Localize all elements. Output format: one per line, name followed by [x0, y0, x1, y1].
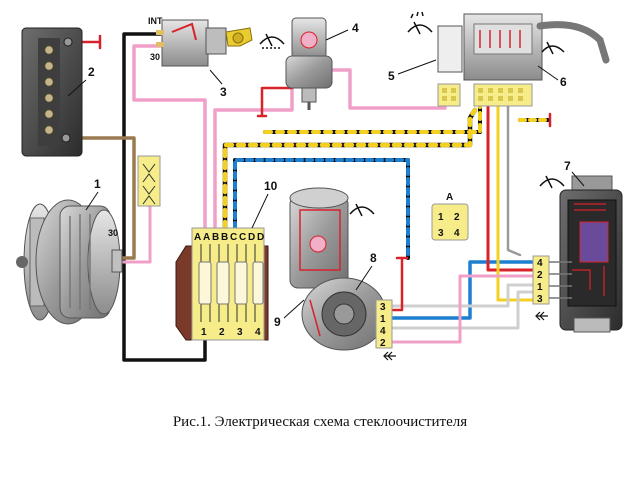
battery-label: 2: [88, 65, 95, 79]
fuse-top-label: D: [248, 232, 255, 243]
relay-pin: 3: [537, 294, 543, 305]
relay-connector: 4 2 1 3: [532, 255, 572, 305]
inset-pin-2: 2: [454, 212, 460, 223]
fuse-top-label: A: [194, 232, 201, 243]
washer-pump: 4: [285, 17, 359, 110]
motor-label: 8: [370, 251, 377, 265]
inset-title: A: [446, 192, 453, 203]
fuse-box: A A B B C C D D 1 2 3 4 10: [175, 179, 278, 341]
wire-pink-ignition: [132, 44, 207, 230]
relay-pin: 1: [537, 282, 543, 293]
wire-yellow-switch: [496, 98, 535, 302]
ignition-terminal-30: 30: [150, 52, 160, 62]
switch-connectors: [437, 83, 533, 107]
ground-symbol: [383, 351, 396, 361]
relay-pin: 4: [537, 258, 543, 269]
fuse-bottom-label: 4: [255, 327, 261, 338]
motor-pin: 4: [380, 326, 386, 337]
battery: 2: [21, 27, 95, 157]
motor-pin: 2: [380, 338, 386, 349]
wire-red-switch: [486, 98, 535, 272]
fuse-bottom-label: 2: [219, 327, 225, 338]
ignition-switch: INT 30 3: [148, 16, 253, 99]
reducer-label: 9: [274, 315, 281, 329]
washer-icon: [407, 11, 433, 35]
wire-pink-motor: [390, 274, 535, 344]
motor-pin: 1: [380, 314, 386, 325]
fuse-top-labels: A A B B C C D D: [194, 232, 264, 243]
fuse-top-label: B: [212, 232, 219, 243]
wire-pink-pump: [213, 84, 294, 230]
wiper-icon-motor: [349, 203, 375, 217]
wiper-motor: 8 9: [274, 187, 387, 351]
motor-pin: 3: [380, 302, 386, 313]
connector-5-label: 5: [388, 69, 395, 83]
wires: [60, 32, 552, 362]
alternator-label: 1: [94, 177, 101, 191]
fuse-box-label: 10: [264, 179, 278, 193]
inset-pin-4: 4: [454, 228, 460, 239]
wire-grey-switch: [506, 98, 522, 257]
fuse-top-label: C: [239, 232, 246, 243]
fuse-top-label: A: [203, 232, 210, 243]
wiper-switch: 5 6: [388, 13, 610, 89]
wire-white-1: [390, 283, 535, 308]
wire-pink-alternator: [116, 198, 152, 264]
junction-block: [137, 155, 161, 207]
relay-pin: 2: [537, 270, 543, 281]
wire-blue-relay: [390, 260, 535, 320]
pump-label: 4: [352, 21, 359, 35]
fuse-bottom-labels: 1 2 3 4: [201, 327, 261, 338]
inset-pin-3: 3: [438, 228, 444, 239]
fuse-top-label: C: [230, 232, 237, 243]
wiper-icon: [259, 33, 285, 49]
wiper-icon-switch: [541, 41, 565, 55]
relay-label: 7: [564, 159, 571, 173]
fuse-bottom-label: 1: [201, 327, 207, 338]
ignition-label: 3: [220, 85, 227, 99]
wire-white-2: [390, 290, 535, 330]
figure-caption: Рис.1. Электрическая схема стеклоочистит…: [172, 414, 468, 430]
wire-red-battery: [78, 34, 102, 50]
inset-connector: A 1 2 3 4: [431, 192, 469, 241]
ground-symbol-relay: [535, 311, 548, 321]
alternator-terminal-30: 30: [108, 228, 118, 238]
wire-brown-battery: [60, 136, 136, 260]
switch-label: 6: [560, 75, 567, 89]
fuse-top-label: B: [221, 232, 228, 243]
ground-pump: [256, 100, 268, 118]
motor-connector: 3 1 4 2: [375, 299, 393, 349]
fuse-top-label: D: [257, 232, 264, 243]
wire-red-motor: [390, 256, 404, 312]
wire-red-pump: [260, 86, 294, 104]
wire-black-ignition: [122, 32, 207, 362]
wiper-icon-relay: [539, 175, 565, 189]
alternator: 1 30: [16, 177, 123, 325]
relay: 7: [559, 159, 623, 333]
inset-pin-1: 1: [438, 212, 444, 223]
ignition-terminal-int: INT: [148, 16, 163, 26]
fuse-bottom-label: 3: [237, 327, 243, 338]
